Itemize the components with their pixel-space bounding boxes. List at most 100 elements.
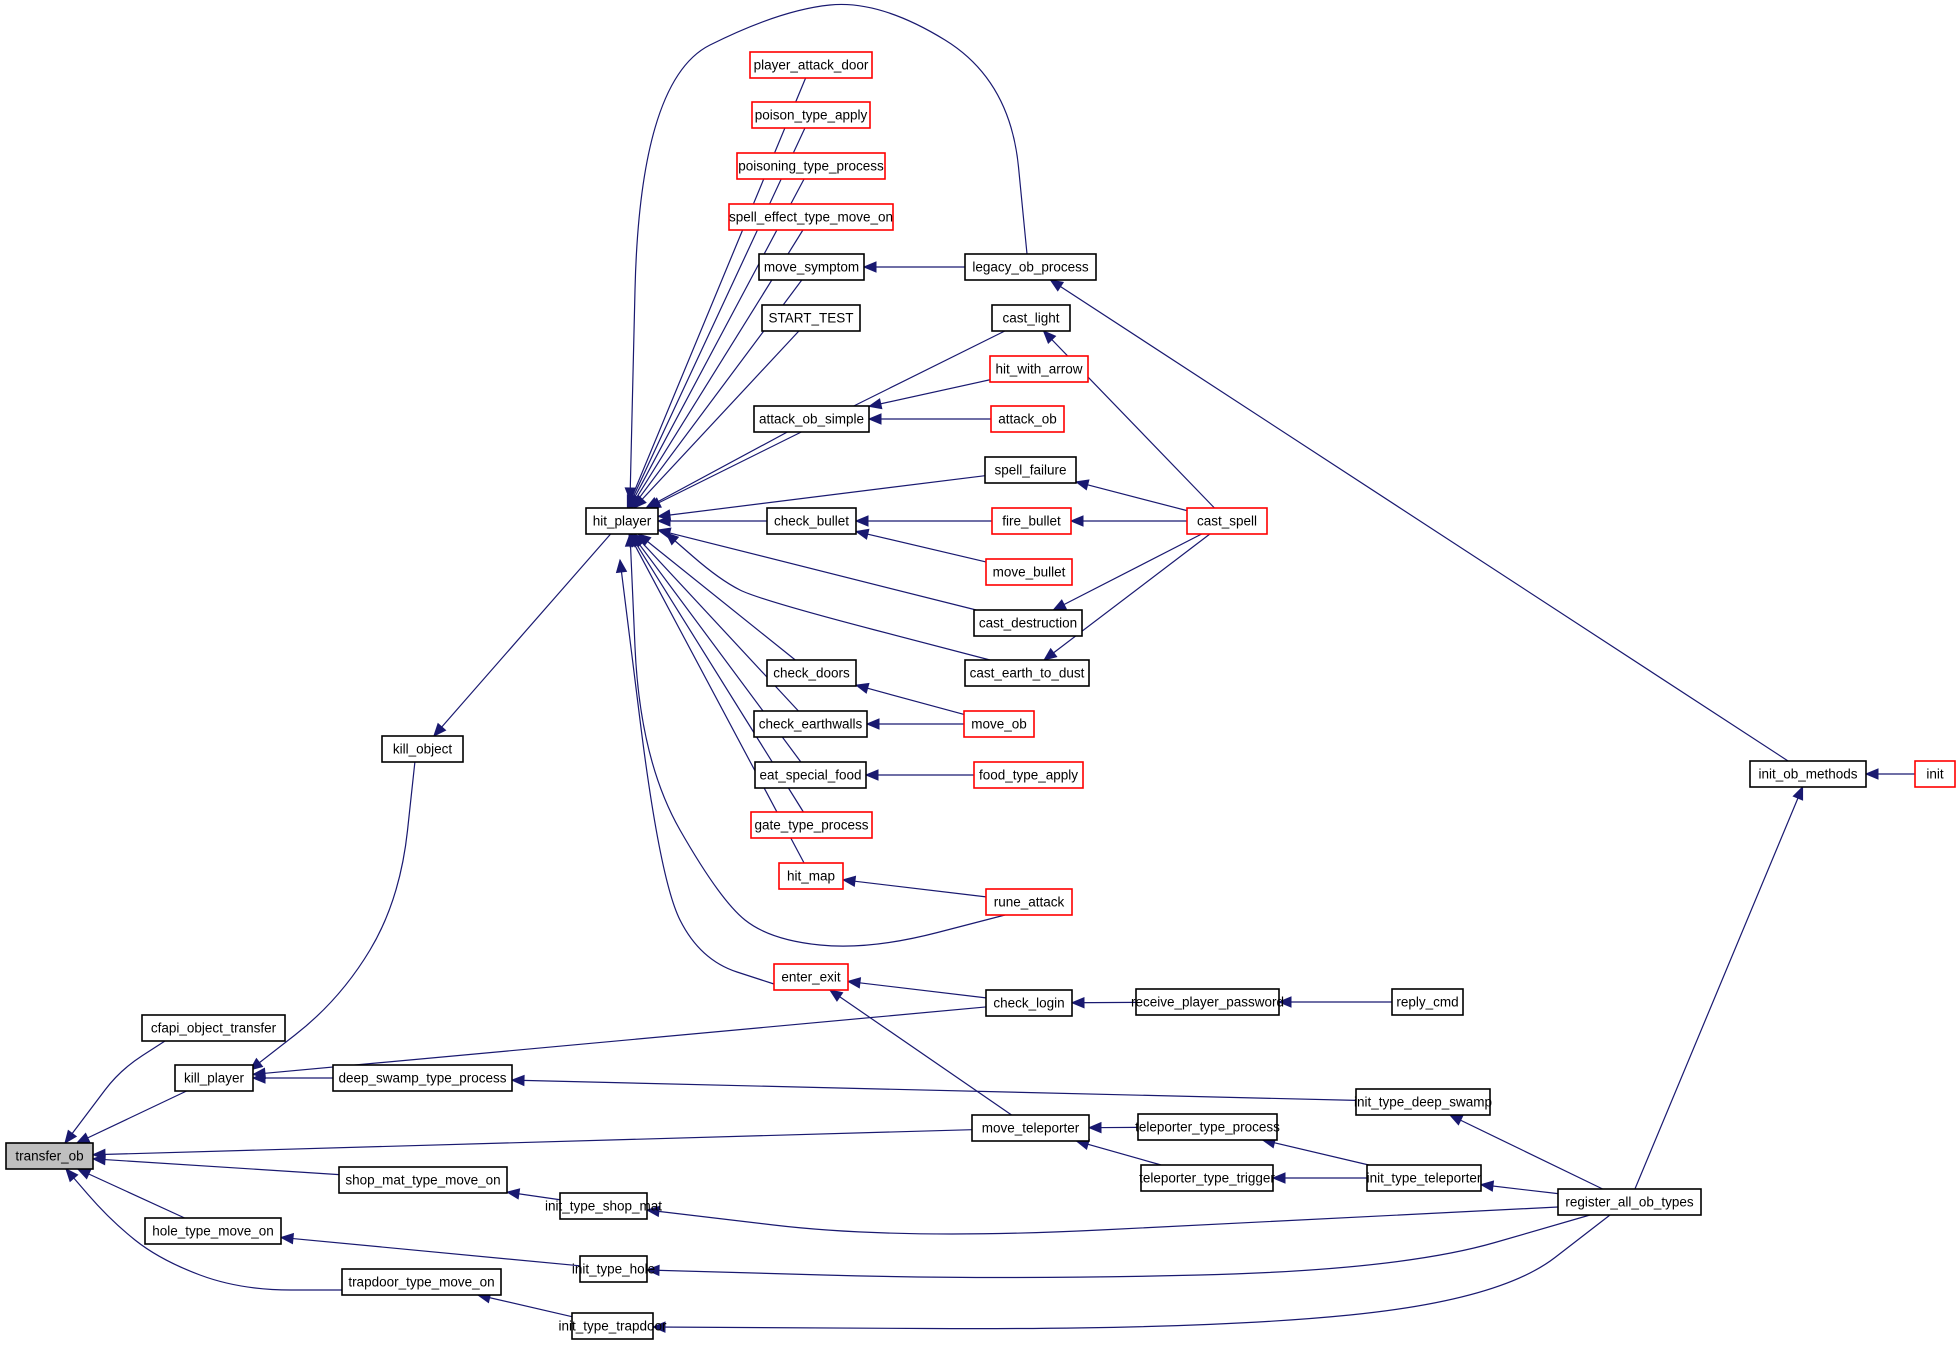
- node-box[interactable]: [964, 659, 1090, 687]
- node-box[interactable]: [5, 1142, 94, 1170]
- node-box[interactable]: [766, 659, 857, 687]
- node-poisoning_type_process[interactable]: poisoning_type_process: [736, 152, 886, 180]
- node-init_type_hole[interactable]: init_type_hole: [572, 1255, 655, 1283]
- node-poison_type_apply[interactable]: poison_type_apply: [751, 101, 871, 129]
- node-check_doors[interactable]: check_doors: [766, 659, 857, 687]
- node-box[interactable]: [991, 507, 1072, 535]
- node-move_teleporter[interactable]: move_teleporter: [971, 1114, 1090, 1142]
- node-box[interactable]: [758, 253, 865, 281]
- node-cast_light[interactable]: cast_light: [991, 304, 1071, 332]
- node-box[interactable]: [991, 304, 1071, 332]
- node-box[interactable]: [144, 1217, 282, 1245]
- node-box[interactable]: [985, 989, 1073, 1017]
- node-box[interactable]: [984, 456, 1077, 484]
- node-transfer_ob[interactable]: transfer_ob: [5, 1142, 94, 1170]
- node-box[interactable]: [1366, 1164, 1482, 1192]
- node-box[interactable]: [1749, 760, 1867, 788]
- node-check_bullet[interactable]: check_bullet: [766, 507, 857, 535]
- node-init_type_trapdoor[interactable]: init_type_trapdoor: [558, 1312, 667, 1340]
- node-shop_mat_type_move_on[interactable]: shop_mat_type_move_on: [338, 1166, 508, 1194]
- node-spell_failure[interactable]: spell_failure: [984, 456, 1077, 484]
- node-init_type_teleporter[interactable]: init_type_teleporter: [1366, 1164, 1482, 1192]
- node-trapdoor_type_move_on[interactable]: trapdoor_type_move_on: [341, 1268, 502, 1296]
- node-box[interactable]: [973, 761, 1084, 789]
- node-check_login[interactable]: check_login: [985, 989, 1073, 1017]
- node-init_type_shop_mat[interactable]: init_type_shop_mat: [545, 1192, 662, 1220]
- node-cast_destruction[interactable]: cast_destruction: [973, 609, 1083, 637]
- node-eat_special_food[interactable]: eat_special_food: [754, 761, 867, 789]
- node-box[interactable]: [753, 405, 870, 433]
- node-box[interactable]: [778, 862, 844, 890]
- node-teleporter_type_process[interactable]: teleporter_type_process: [1135, 1113, 1280, 1141]
- node-box[interactable]: [1137, 1113, 1278, 1141]
- node-box[interactable]: [728, 203, 894, 231]
- node-box[interactable]: [341, 1268, 502, 1296]
- node-hole_type_move_on[interactable]: hole_type_move_on: [144, 1217, 282, 1245]
- node-box[interactable]: [766, 507, 857, 535]
- node-box[interactable]: [990, 405, 1065, 433]
- node-move_symptom[interactable]: move_symptom: [758, 253, 865, 281]
- node-move_bullet[interactable]: move_bullet: [985, 558, 1073, 586]
- node-enter_exit[interactable]: enter_exit: [773, 963, 849, 991]
- node-fire_bullet[interactable]: fire_bullet: [991, 507, 1072, 535]
- node-box[interactable]: [750, 811, 873, 839]
- node-box[interactable]: [338, 1166, 508, 1194]
- node-box[interactable]: [1914, 760, 1956, 788]
- node-box[interactable]: [964, 253, 1097, 281]
- node-hit_player[interactable]: hit_player: [585, 507, 659, 535]
- node-box[interactable]: [963, 710, 1035, 738]
- node-box[interactable]: [753, 710, 868, 738]
- node-box[interactable]: [585, 507, 659, 535]
- node-box[interactable]: [1135, 988, 1280, 1016]
- node-deep_swamp_type_process[interactable]: deep_swamp_type_process: [332, 1064, 513, 1092]
- node-box[interactable]: [985, 558, 1073, 586]
- node-box[interactable]: [754, 761, 867, 789]
- node-box[interactable]: [1557, 1188, 1702, 1216]
- node-check_earthwalls[interactable]: check_earthwalls: [753, 710, 868, 738]
- node-box[interactable]: [773, 963, 849, 991]
- node-reply_cmd[interactable]: reply_cmd: [1391, 988, 1464, 1016]
- node-init_ob_methods[interactable]: init_ob_methods: [1749, 760, 1867, 788]
- node-cast_spell[interactable]: cast_spell: [1186, 507, 1268, 535]
- node-gate_type_process[interactable]: gate_type_process: [750, 811, 873, 839]
- node-player_attack_door[interactable]: player_attack_door: [749, 51, 873, 79]
- node-box[interactable]: [749, 51, 873, 79]
- node-box[interactable]: [1391, 988, 1464, 1016]
- node-attack_ob[interactable]: attack_ob: [990, 405, 1065, 433]
- node-box[interactable]: [736, 152, 886, 180]
- node-box[interactable]: [141, 1014, 286, 1042]
- node-food_type_apply[interactable]: food_type_apply: [973, 761, 1084, 789]
- node-box[interactable]: [381, 735, 464, 763]
- node-box[interactable]: [761, 304, 861, 332]
- node-box[interactable]: [579, 1255, 648, 1283]
- node-attack_ob_simple[interactable]: attack_ob_simple: [753, 405, 870, 433]
- node-cfapi_object_transfer[interactable]: cfapi_object_transfer: [141, 1014, 286, 1042]
- node-legacy_ob_process[interactable]: legacy_ob_process: [964, 253, 1097, 281]
- node-cast_earth_to_dust[interactable]: cast_earth_to_dust: [964, 659, 1090, 687]
- node-hit_map[interactable]: hit_map: [778, 862, 844, 890]
- node-box[interactable]: [985, 888, 1073, 916]
- node-box[interactable]: [332, 1064, 513, 1092]
- node-move_ob[interactable]: move_ob: [963, 710, 1035, 738]
- node-register_all_ob_types[interactable]: register_all_ob_types: [1557, 1188, 1702, 1216]
- node-init[interactable]: init: [1914, 760, 1956, 788]
- node-receive_player_password[interactable]: receive_player_password: [1131, 988, 1284, 1016]
- node-box[interactable]: [1140, 1164, 1274, 1192]
- node-init_type_deep_swamp[interactable]: init_type_deep_swamp: [1354, 1088, 1492, 1116]
- node-box[interactable]: [559, 1192, 648, 1220]
- node-spell_effect_type_move_on[interactable]: spell_effect_type_move_on: [728, 203, 894, 231]
- node-box[interactable]: [971, 1114, 1090, 1142]
- node-teleporter_type_trigger[interactable]: teleporter_type_trigger: [1139, 1164, 1275, 1192]
- node-box[interactable]: [1186, 507, 1268, 535]
- node-START_TEST[interactable]: START_TEST: [761, 304, 861, 332]
- node-box[interactable]: [989, 355, 1089, 383]
- node-hit_with_arrow[interactable]: hit_with_arrow: [989, 355, 1089, 383]
- node-rune_attack[interactable]: rune_attack: [985, 888, 1073, 916]
- node-box[interactable]: [1355, 1088, 1491, 1116]
- node-box[interactable]: [973, 609, 1083, 637]
- node-kill_player[interactable]: kill_player: [174, 1064, 254, 1092]
- node-box[interactable]: [751, 101, 871, 129]
- node-box[interactable]: [174, 1064, 254, 1092]
- node-kill_object[interactable]: kill_object: [381, 735, 464, 763]
- node-box[interactable]: [571, 1312, 654, 1340]
